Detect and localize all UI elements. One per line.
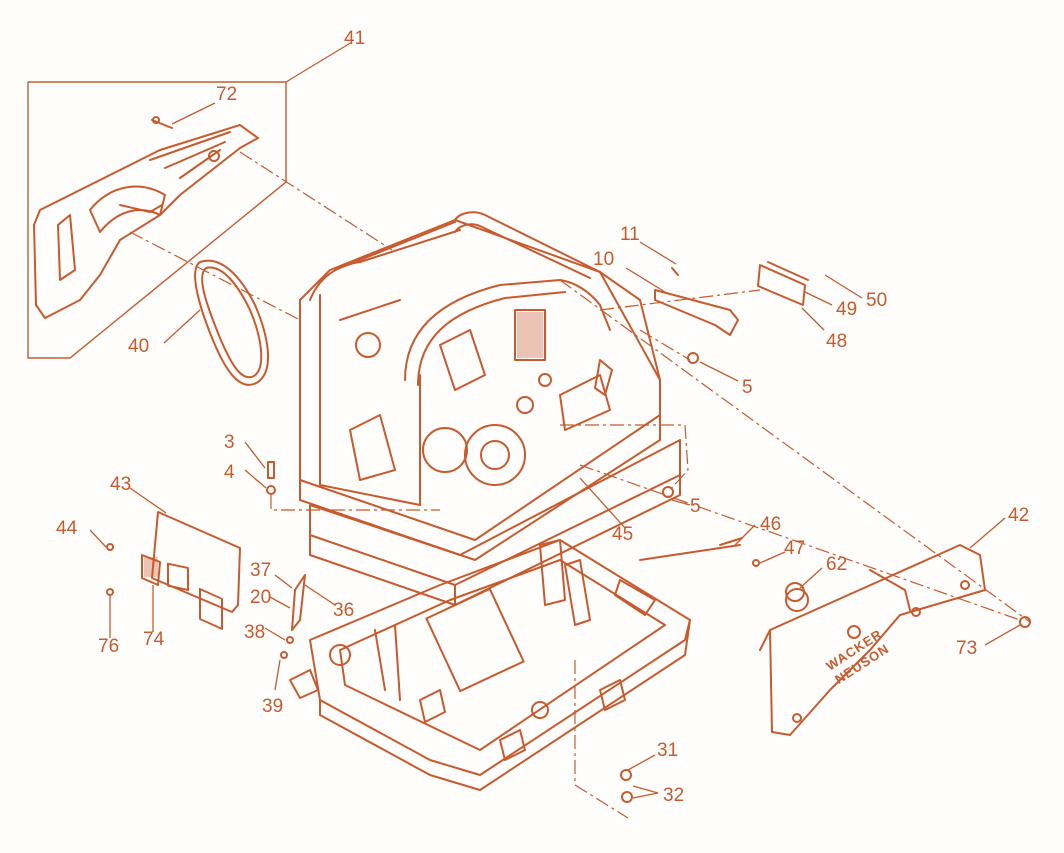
callout-62: 62 [826,554,847,575]
callout-48: 48 [826,331,847,352]
callout-50: 50 [866,290,887,311]
callout-45: 45 [612,524,633,545]
callout-72: 72 [216,84,237,105]
callout-41: 41 [344,28,365,49]
callout-11: 11 [620,224,640,245]
callout-5-bottom: 5 [690,496,701,517]
belt-guard-front [759,544,986,736]
callout-46: 46 [760,514,781,535]
callout-43: 43 [110,474,131,495]
callout-20: 20 [250,587,271,608]
callout-31: 31 [657,740,678,761]
callout-76: 76 [98,636,119,657]
callout-5-top: 5 [742,377,753,398]
bottom-plate [289,539,741,791]
callout-47: 47 [784,538,805,559]
callout-3: 3 [224,432,235,453]
callout-37: 37 [250,560,271,581]
callout-40: 40 [128,336,149,357]
throttle-bracket [654,261,809,602]
callout-44: 44 [56,518,78,539]
callout-10: 10 [593,249,614,270]
callout-39: 39 [262,696,283,717]
cover-plate [141,511,241,630]
callout-36: 36 [333,600,354,621]
callout-74: 74 [143,629,165,650]
exciter-housing [299,414,681,606]
belt-guard-detail-frame [27,41,353,359]
callout-49: 49 [836,299,857,320]
callout-73: 73 [956,638,977,659]
assembly-centerlines [129,151,1031,819]
callout-42: 42 [1008,505,1029,526]
callout-32: 32 [663,785,684,806]
callout-labels: 41 72 11 10 50 49 48 5 40 3 4 43 5 45 46… [56,28,1029,806]
callout-38: 38 [244,622,265,643]
v-belt [194,259,270,386]
engine-frame [299,211,661,541]
callout-4: 4 [224,462,235,483]
belt-guard-rear [33,116,259,319]
leader-lines [89,102,1021,799]
fasteners [106,461,1031,803]
